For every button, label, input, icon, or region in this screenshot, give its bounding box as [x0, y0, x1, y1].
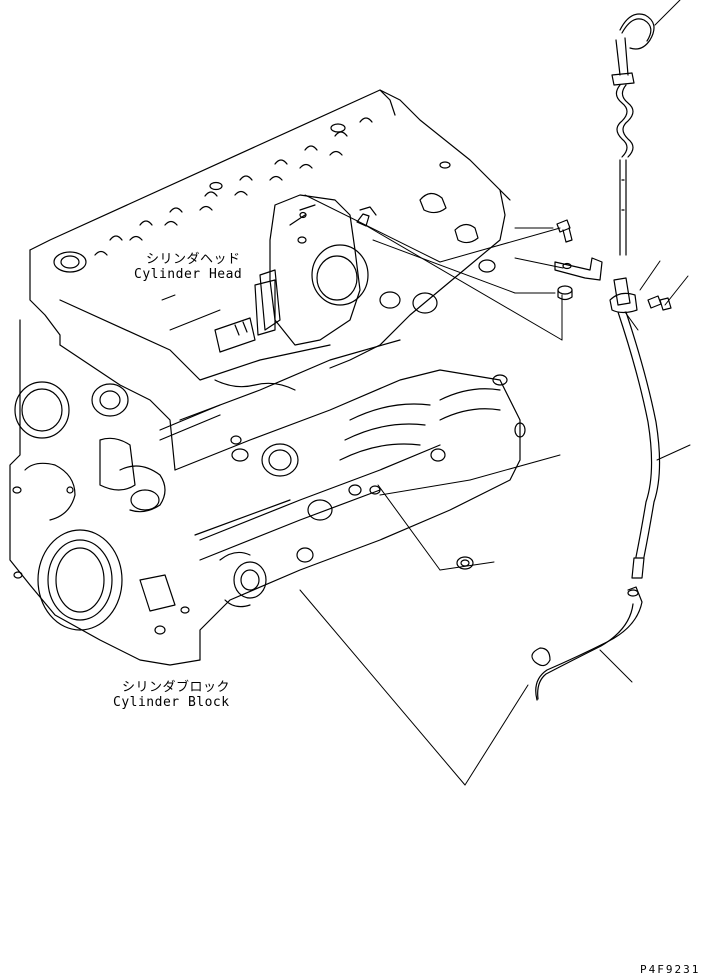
drawing-code: P4F9231: [640, 963, 701, 976]
dipstick-guide-tube: [532, 278, 660, 700]
bracket-part: [555, 258, 602, 280]
intake-housing: [215, 195, 376, 352]
leader-lines: [162, 0, 690, 785]
grommet-part: [457, 557, 473, 569]
cylinder-head-label-ja: シリンダヘッド: [146, 252, 241, 267]
cylinder-block-label-ja: シリンダブロック: [122, 680, 231, 695]
dipstick: [612, 14, 654, 255]
bolt-part: [557, 220, 572, 242]
cylinder-head-label-en: Cylinder Head: [134, 267, 243, 282]
cylinder-block-label-en: Cylinder Block: [113, 695, 230, 710]
engine-block: [10, 90, 525, 665]
clamp-bolt-part: [648, 296, 671, 310]
spacer-part: [558, 286, 572, 300]
